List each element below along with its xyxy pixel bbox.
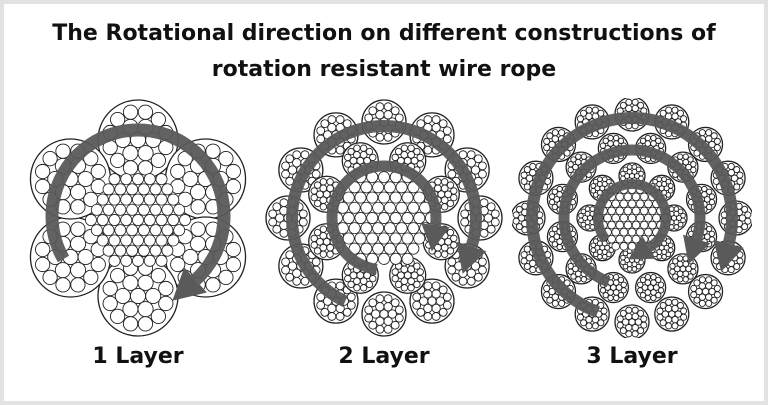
outer-strand-8 — [313, 278, 359, 324]
rope-cross-section-1-layer — [18, 98, 258, 338]
rope-cross-section-3-layer — [512, 98, 752, 338]
outer-strand-4 — [97, 255, 179, 337]
core-strand — [595, 185, 669, 251]
middle-strand-6 — [634, 271, 667, 304]
figure-label-2-layer: 2 Layer — [338, 344, 430, 369]
outer-strand-9 — [614, 304, 650, 338]
rope-cross-section-2-layer — [264, 98, 504, 338]
outer-rotation-arrow — [526, 112, 744, 318]
outer-strand-7 — [361, 291, 407, 337]
inner-rotation-arrow — [326, 160, 450, 275]
core-strand — [84, 173, 192, 267]
middle-rotation-arrow — [558, 144, 711, 288]
figure-label-3-layer: 3 Layer — [586, 344, 678, 369]
figure-label-1-layer: 1 Layer — [92, 344, 184, 369]
outer-strand-2 — [164, 138, 247, 220]
rotation-arrow — [45, 123, 231, 301]
outer-strand-6 — [409, 278, 455, 324]
diagram-title-line-1: The Rotational direction on different co… — [52, 21, 716, 46]
inner-rotation-arrow — [593, 179, 671, 260]
outer-strand-7 — [687, 273, 724, 310]
outer-rotation-arrow — [286, 120, 487, 307]
diagram-title-line-2: rotation resistant wire rope — [211, 57, 557, 82]
outer-strand-8 — [654, 296, 690, 332]
core-strand — [330, 171, 438, 265]
